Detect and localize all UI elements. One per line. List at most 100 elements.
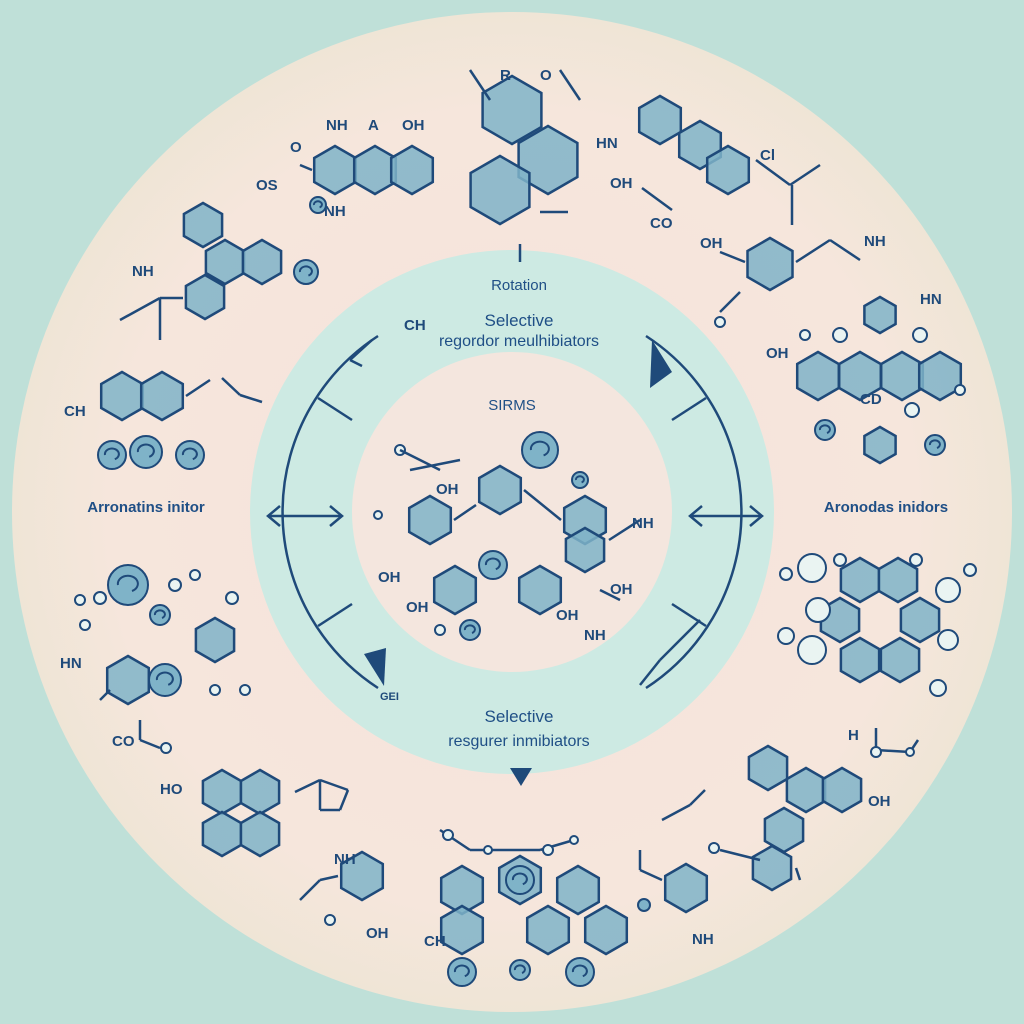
- orbital-swirl: [312, 200, 323, 209]
- orbital-swirl: [484, 557, 501, 571]
- atom-bead: [571, 471, 589, 489]
- atom-label: OH: [868, 793, 891, 810]
- bond-line: [719, 848, 761, 862]
- atom-label: A: [368, 117, 379, 134]
- bond-line: [139, 738, 161, 750]
- atom-label: OH: [610, 581, 633, 598]
- atom-bead: [708, 842, 720, 854]
- atom-label: O: [540, 67, 552, 84]
- atom-bead: [814, 419, 836, 441]
- bond-line: [468, 69, 492, 101]
- bond-line: [239, 393, 263, 404]
- atom-label: OH: [610, 175, 633, 192]
- atom-bead: [937, 629, 959, 651]
- atom-label: HN: [920, 291, 942, 308]
- benzene-ring: [555, 864, 601, 916]
- atom-bead: [129, 435, 163, 469]
- atom-label: OH: [436, 481, 459, 498]
- atom-bead: [459, 619, 481, 641]
- benzene-ring: [407, 494, 453, 546]
- atom-bead: [447, 957, 477, 987]
- atom-bead: [107, 564, 149, 606]
- atom-bead: [935, 577, 961, 603]
- benzene-ring: [839, 556, 881, 604]
- orbital-swirl: [463, 624, 476, 634]
- atom-label: NH: [324, 203, 346, 220]
- orbital-swirl: [574, 475, 585, 484]
- benzene-ring: [352, 144, 398, 196]
- atom-bead: [505, 865, 535, 895]
- atom-label: OH: [366, 925, 389, 942]
- atom-bead: [832, 327, 848, 343]
- benzene-ring: [517, 124, 579, 196]
- bond-line: [349, 358, 363, 368]
- bond-line: [789, 163, 821, 187]
- atom-label: CH: [64, 403, 86, 420]
- atom-label: NH: [132, 263, 154, 280]
- bond-line: [119, 296, 161, 322]
- bond-line: [659, 619, 701, 661]
- bond-line: [755, 158, 791, 187]
- bond-line: [399, 448, 441, 472]
- atom-bead: [870, 746, 882, 758]
- top-regulator-label: regordor meulhibiators: [439, 333, 599, 350]
- orbital-swirl: [818, 424, 831, 434]
- atom-label: HN: [60, 655, 82, 672]
- atom-label: HN: [596, 135, 618, 152]
- bond-line: [99, 689, 111, 701]
- atom-label: CH: [404, 317, 426, 334]
- bond-line: [185, 378, 211, 398]
- benzene-ring: [795, 350, 841, 402]
- molecule-drawings: [74, 69, 977, 987]
- atom-label: OH: [402, 117, 425, 134]
- atom-bead: [309, 196, 327, 214]
- benzene-ring: [194, 616, 236, 664]
- bond-line: [299, 163, 313, 172]
- bond-line: [221, 377, 241, 396]
- orbital-swirl: [513, 964, 526, 974]
- atom-bead: [565, 957, 595, 987]
- bond-line: [689, 789, 706, 806]
- benzene-ring: [899, 596, 941, 644]
- atom-label: R: [500, 67, 511, 84]
- arc-arrowhead-bottom-left: [364, 648, 386, 686]
- left-arc: [281, 334, 379, 690]
- atom-bead: [293, 259, 319, 285]
- arc-arrowhead-top-right: [650, 340, 672, 388]
- benzene-ring: [312, 144, 358, 196]
- atom-bead: [963, 563, 977, 577]
- atom-label: CO: [650, 215, 673, 232]
- orbital-swirl: [103, 447, 120, 461]
- atom-bead: [149, 604, 171, 626]
- atom-bead: [209, 684, 221, 696]
- atom-bead: [805, 597, 831, 623]
- atom-bead: [373, 510, 383, 520]
- bond-line: [794, 867, 802, 881]
- atom-bead: [74, 594, 86, 606]
- bond-line: [319, 778, 349, 792]
- atom-bead: [442, 829, 454, 841]
- atom-label: NH: [692, 931, 714, 948]
- benzene-ring: [564, 526, 606, 574]
- atom-label: OH: [406, 599, 429, 616]
- bond-line: [639, 659, 661, 686]
- atom-bead: [434, 624, 446, 636]
- atom-label: OH: [556, 607, 579, 624]
- right-group-label: Aronodas inidors: [824, 499, 948, 516]
- atom-bead: [912, 327, 928, 343]
- bond-line: [719, 291, 741, 313]
- atom-bead: [569, 835, 579, 845]
- benzene-ring: [241, 238, 283, 286]
- atom-bead: [777, 627, 795, 645]
- bond-line: [719, 250, 746, 264]
- atom-label: GEI: [380, 691, 399, 703]
- center-label: SIRMS: [488, 397, 536, 414]
- atom-bead: [168, 578, 182, 592]
- atom-bead: [93, 591, 107, 605]
- orbital-swirl: [571, 964, 588, 978]
- benzene-ring: [201, 810, 243, 858]
- benzene-ring: [705, 144, 751, 196]
- benzene-ring: [525, 904, 571, 956]
- bottom-selective-label: Selective: [485, 707, 554, 726]
- benzene-ring: [389, 144, 435, 196]
